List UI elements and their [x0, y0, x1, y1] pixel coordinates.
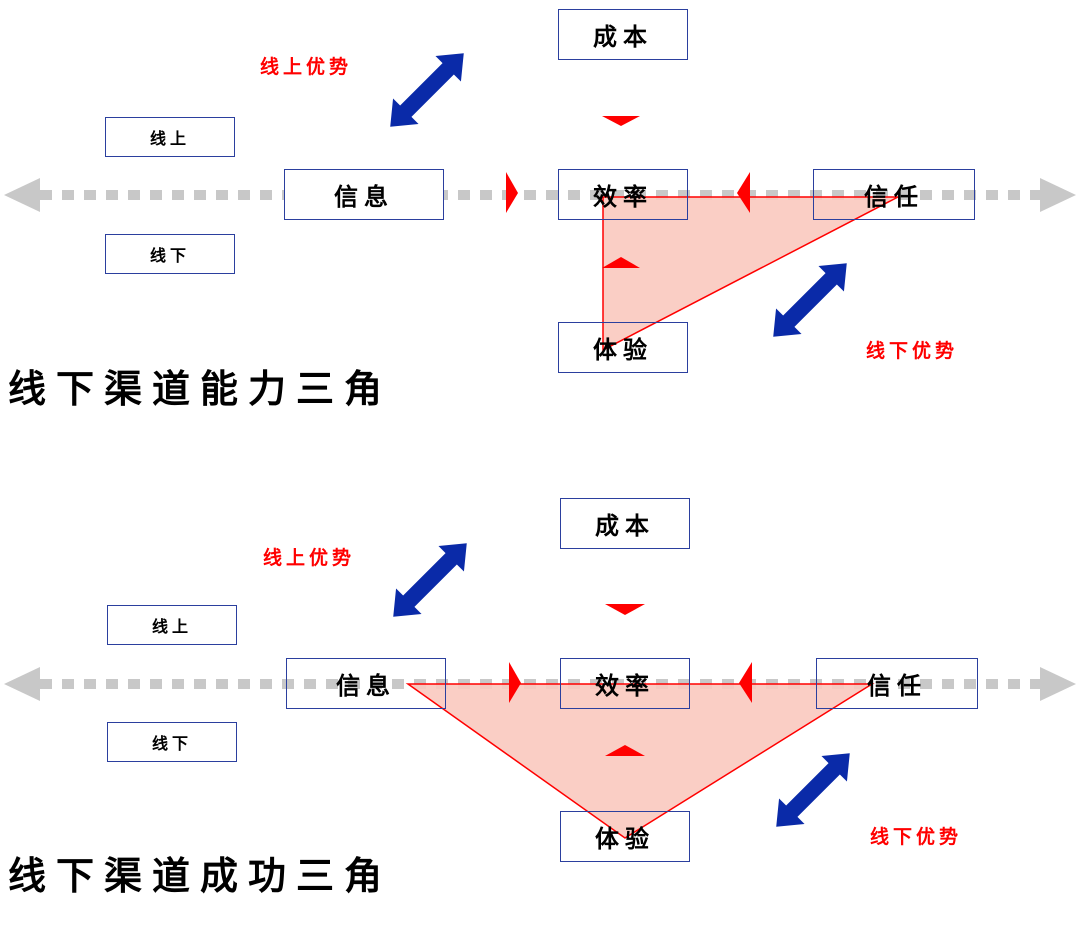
arrow-experience-to-efficiency	[605, 745, 645, 756]
axis-left-arrowhead	[4, 667, 40, 701]
arrow-cost-to-efficiency	[605, 604, 645, 615]
axis-right-arrowhead	[1040, 667, 1076, 701]
axis-right-arrowhead	[1040, 178, 1076, 212]
arrow-cost-to-efficiency	[602, 116, 640, 126]
node-experience: 体验	[558, 322, 688, 373]
node-info: 信息	[284, 169, 444, 220]
offline-advantage-label: 线下优势	[870, 826, 963, 848]
node-cost: 成本	[560, 498, 690, 549]
online-advantage-double-arrow	[393, 543, 467, 617]
node-offline: 线下	[107, 722, 237, 762]
arrow-info-to-efficiency	[506, 172, 518, 213]
online-advantage-double-arrow	[390, 53, 464, 127]
arrow-trust-to-efficiency	[739, 662, 752, 703]
node-trust: 信任	[816, 658, 978, 709]
node-efficiency: 效率	[558, 169, 688, 220]
offline-advantage-double-arrow	[773, 263, 847, 337]
axis-left-arrowhead	[4, 178, 40, 212]
offline-advantage-label: 线下优势	[866, 340, 959, 362]
arrow-info-to-efficiency	[509, 662, 521, 703]
node-online: 线上	[105, 117, 235, 157]
node-online: 线上	[107, 605, 237, 645]
capability-triangle	[602, 196, 899, 352]
node-experience: 体验	[560, 811, 690, 862]
node-efficiency: 效率	[560, 658, 690, 709]
node-offline: 线下	[105, 234, 235, 274]
node-trust: 信任	[813, 169, 975, 220]
online-advantage-label: 线上优势	[260, 56, 353, 78]
panel-2-graphics	[4, 543, 1076, 839]
capability-triangle-panel: 成本 线上 线下 信息 效率 信任 体验 线上优势 线下优势 线下渠道能力三角	[0, 0, 1080, 450]
panel-1-graphics	[4, 53, 1076, 352]
panel-title: 线下渠道成功三角	[8, 853, 393, 898]
node-cost: 成本	[558, 9, 688, 60]
offline-advantage-double-arrow	[776, 753, 850, 827]
success-triangle	[405, 683, 875, 839]
online-advantage-label: 线上优势	[263, 547, 356, 569]
node-info: 信息	[286, 658, 446, 709]
success-triangle-panel: 成本 线上 线下 信息 效率 信任 体验 线上优势 线下优势 线下渠道成功三角	[0, 488, 1080, 938]
arrow-trust-to-efficiency	[737, 172, 750, 213]
arrow-experience-to-efficiency	[602, 257, 640, 268]
panel-title: 线下渠道能力三角	[8, 366, 393, 411]
